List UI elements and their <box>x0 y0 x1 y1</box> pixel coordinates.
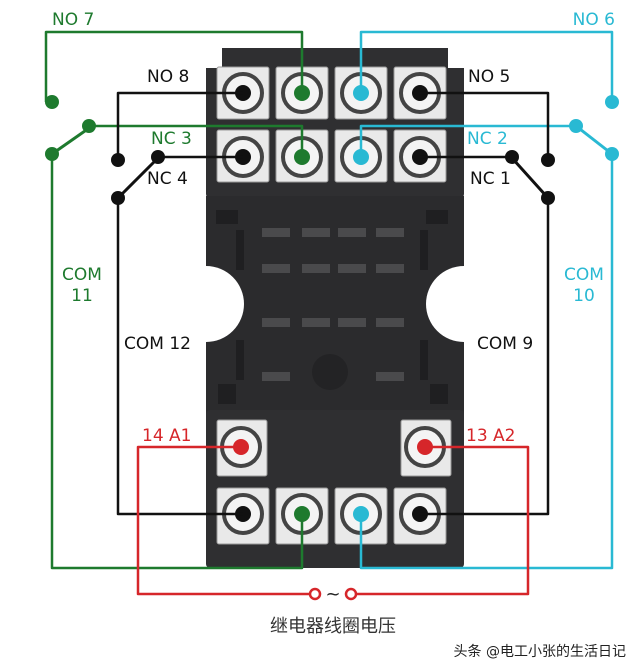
contact-dot <box>151 150 165 164</box>
center-post <box>312 354 348 390</box>
wire-black-com9 <box>420 198 550 516</box>
label-no6: NO 6 <box>573 10 615 30</box>
socket-top-notch-left <box>206 48 222 68</box>
wire-black-no5 <box>420 91 550 160</box>
label-com11-line2: 11 <box>71 286 93 306</box>
switch-blade-black-left <box>116 156 160 200</box>
switch-contacts <box>45 95 619 205</box>
wire-red-a1 <box>136 445 311 596</box>
supply-terminal-left <box>308 587 322 601</box>
wire-cyan-nc2 <box>359 124 574 157</box>
mount-hole-left <box>168 266 244 342</box>
label-com11-line1: COM <box>62 265 102 285</box>
contact-dot <box>45 95 59 109</box>
switch-blade-black-right <box>510 156 550 200</box>
wire-black-com12 <box>116 198 243 516</box>
contact-dot <box>111 153 125 167</box>
label-no8: NO 8 <box>147 67 189 87</box>
wire-cyan-com10 <box>359 154 614 570</box>
wire-green-no7 <box>44 30 304 102</box>
rib <box>426 210 448 224</box>
switch-blade-cyan <box>575 124 613 156</box>
contact-dot <box>605 95 619 109</box>
contact-dot <box>82 119 96 133</box>
label-nc4: NC 4 <box>147 169 188 189</box>
mount-hole-right <box>426 266 502 342</box>
contact-dot <box>569 119 583 133</box>
watermark: 头条 @电工小张的生活日记 <box>454 643 626 660</box>
labels: NO 7 NO 6 NO 8 NO 5 NC 3 NC 2 NC 4 NC 1 … <box>52 10 626 660</box>
label-com9: COM 9 <box>477 334 533 354</box>
label-com12: COM 12 <box>124 334 191 354</box>
rib <box>236 230 244 270</box>
contact-dot <box>111 191 125 205</box>
label-com10-line1: COM <box>564 265 604 285</box>
label-nc2: NC 2 <box>467 129 508 149</box>
contact-dot <box>45 147 59 161</box>
socket-top-notch-right <box>448 48 464 68</box>
label-nc1: NC 1 <box>470 169 511 189</box>
wire-cyan-no6 <box>359 30 614 102</box>
ac-symbol: ~ <box>325 584 340 605</box>
wire-red-a2 <box>355 445 530 596</box>
contact-dot <box>541 153 555 167</box>
rib <box>218 384 236 404</box>
contact-dot <box>541 191 555 205</box>
wire-green-com11 <box>50 154 304 570</box>
wire-green-nc3 <box>88 124 304 157</box>
socket-pin-slots <box>262 228 404 381</box>
rib <box>236 340 244 380</box>
rib <box>420 340 428 380</box>
contact-dot <box>605 147 619 161</box>
wire-black-no8 <box>116 91 243 160</box>
label-a1: 14 A1 <box>142 426 191 446</box>
diagram-caption: 继电器线圈电压 <box>270 616 396 637</box>
label-a2: 13 A2 <box>466 426 515 446</box>
coil-supply: ~ <box>308 584 358 605</box>
label-no5: NO 5 <box>468 67 510 87</box>
label-nc3: NC 3 <box>151 129 192 149</box>
supply-terminal-right <box>344 587 358 601</box>
label-com10-line2: 10 <box>573 286 595 306</box>
contact-dot <box>505 150 519 164</box>
relay-socket <box>168 48 502 568</box>
rib <box>430 384 448 404</box>
label-no7: NO 7 <box>52 10 94 30</box>
terminal-com9 <box>393 487 447 545</box>
rib <box>420 230 428 270</box>
rib <box>216 210 238 224</box>
terminal-com12 <box>216 487 270 545</box>
